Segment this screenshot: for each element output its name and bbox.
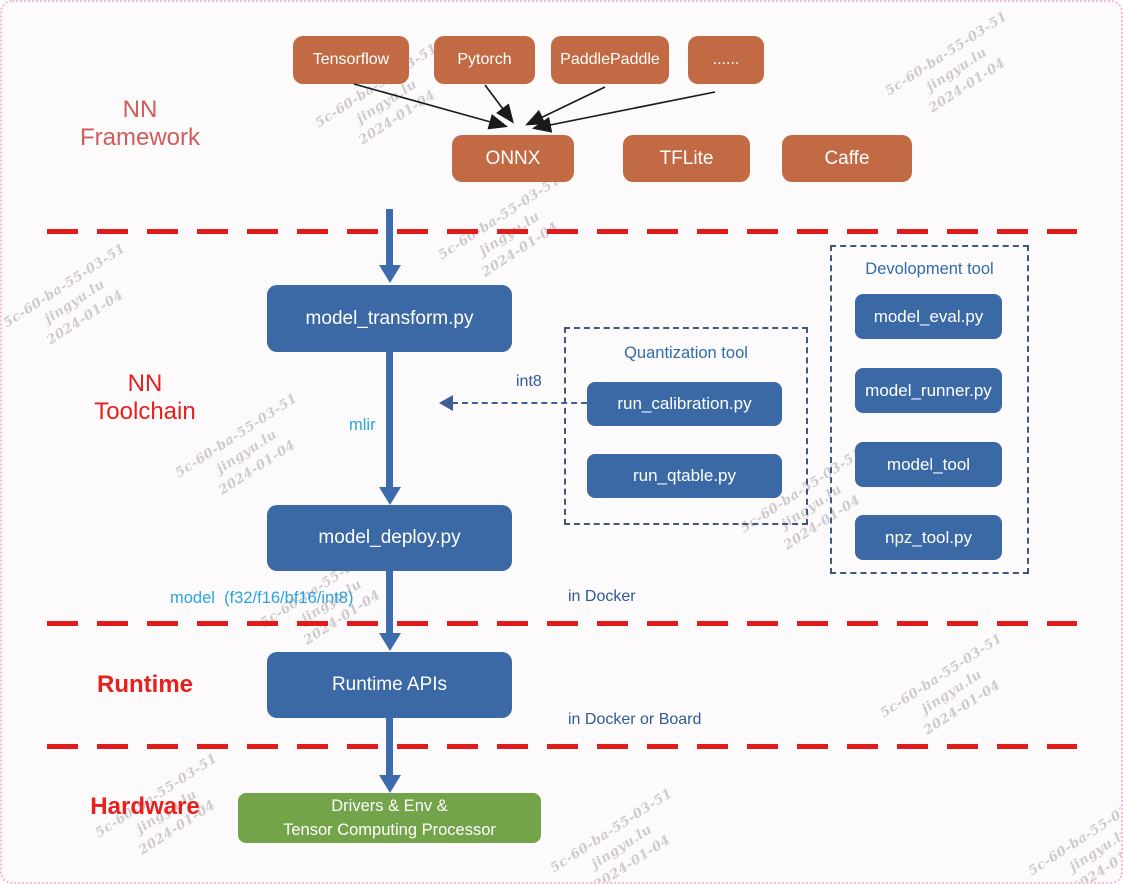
- format-box-caffe: Caffe: [782, 135, 912, 182]
- framework-box-others: ......: [688, 36, 764, 84]
- framework-box-paddlepaddle: PaddlePaddle: [551, 36, 669, 84]
- model-runner-label: model_runner.py: [865, 380, 992, 400]
- divider-runtime-hardware: [47, 744, 1077, 749]
- framework-box-tensorflow: Tensorflow: [293, 36, 409, 84]
- framework-box-label: Tensorflow: [312, 51, 390, 68]
- in-docker-or-board-label: in Docker or Board: [568, 711, 702, 728]
- model-tool-label: model_tool: [886, 454, 971, 474]
- framework-box-pytorch: Pytorch: [434, 36, 535, 84]
- quantization-tool-group: [564, 327, 808, 525]
- model-runner-box: model_runner.py: [855, 368, 1002, 413]
- model-eval-box: model_eval.py: [855, 294, 1002, 339]
- framework-box-label: Pytorch: [457, 51, 512, 68]
- npz-tool-box: npz_tool.py: [855, 515, 1002, 560]
- hardware-box-line1: Drivers & Env &: [331, 797, 448, 815]
- hardware-box-line2: Tensor Computing Processor: [283, 821, 496, 839]
- model-transform-box: model_transform.py: [267, 285, 512, 352]
- framework-box-label: ......: [712, 51, 740, 68]
- arrow-transform-to-deploy: [386, 352, 393, 488]
- mlir-label: mlir: [349, 416, 376, 434]
- arrow-int8-feedback: [452, 402, 587, 404]
- arrowhead-onnx-to-transform: [379, 265, 401, 283]
- model-output-label: model (f32/f16/bf16/int8): [170, 589, 354, 607]
- model-eval-label: model_eval.py: [873, 306, 984, 326]
- int8-label: int8: [516, 373, 542, 390]
- arrowhead-int8-feedback: [439, 395, 453, 411]
- run-qtable-box: run_qtable.py: [587, 454, 782, 498]
- arrow-onnx-to-transform: [386, 209, 393, 266]
- run-calibration-label: run_calibration.py: [617, 394, 752, 413]
- arrow-deploy-to-runtime: [386, 571, 393, 634]
- format-box-label: Caffe: [824, 147, 870, 169]
- model-deploy-label: model_deploy.py: [318, 527, 461, 548]
- run-calibration-box: run_calibration.py: [587, 382, 782, 426]
- npz-tool-label: npz_tool.py: [885, 527, 972, 547]
- quantization-tool-title: Quantization tool: [624, 344, 748, 362]
- section-label-nn-framework: NN Framework: [79, 96, 200, 151]
- divider-framework-toolchain: [47, 229, 1077, 234]
- development-tool-group: [830, 245, 1029, 574]
- section-label-nn-toolchain: NN Toolchain: [94, 370, 196, 425]
- section-label-hardware: Hardware: [90, 793, 200, 820]
- format-box-onnx: ONNX: [452, 135, 574, 182]
- format-box-label: TFLite: [659, 147, 714, 169]
- divider-toolchain-runtime: [47, 621, 1077, 626]
- arrow-runtime-to-hardware: [386, 718, 393, 776]
- section-label-runtime: Runtime: [97, 671, 193, 698]
- model-transform-label: model_transform.py: [305, 307, 474, 329]
- framework-box-label: PaddlePaddle: [560, 51, 660, 68]
- arrowhead-transform-to-deploy: [379, 487, 401, 505]
- arrowhead-deploy-to-runtime: [379, 633, 401, 651]
- model-deploy-box: model_deploy.py: [267, 505, 512, 571]
- format-box-tflite: TFLite: [623, 135, 750, 182]
- in-docker-label: in Docker: [568, 588, 636, 605]
- runtime-apis-box: Runtime APIs: [267, 652, 512, 718]
- arrowhead-runtime-to-hardware: [379, 775, 401, 793]
- run-qtable-label: run_qtable.py: [632, 466, 737, 485]
- runtime-apis-label: Runtime APIs: [331, 674, 448, 695]
- hardware-box: Drivers & Env & Tensor Computing Process…: [238, 793, 541, 843]
- development-tool-title: Devolopment tool: [865, 260, 994, 278]
- format-box-label: ONNX: [485, 147, 541, 169]
- model-tool-box: model_tool: [855, 442, 1002, 487]
